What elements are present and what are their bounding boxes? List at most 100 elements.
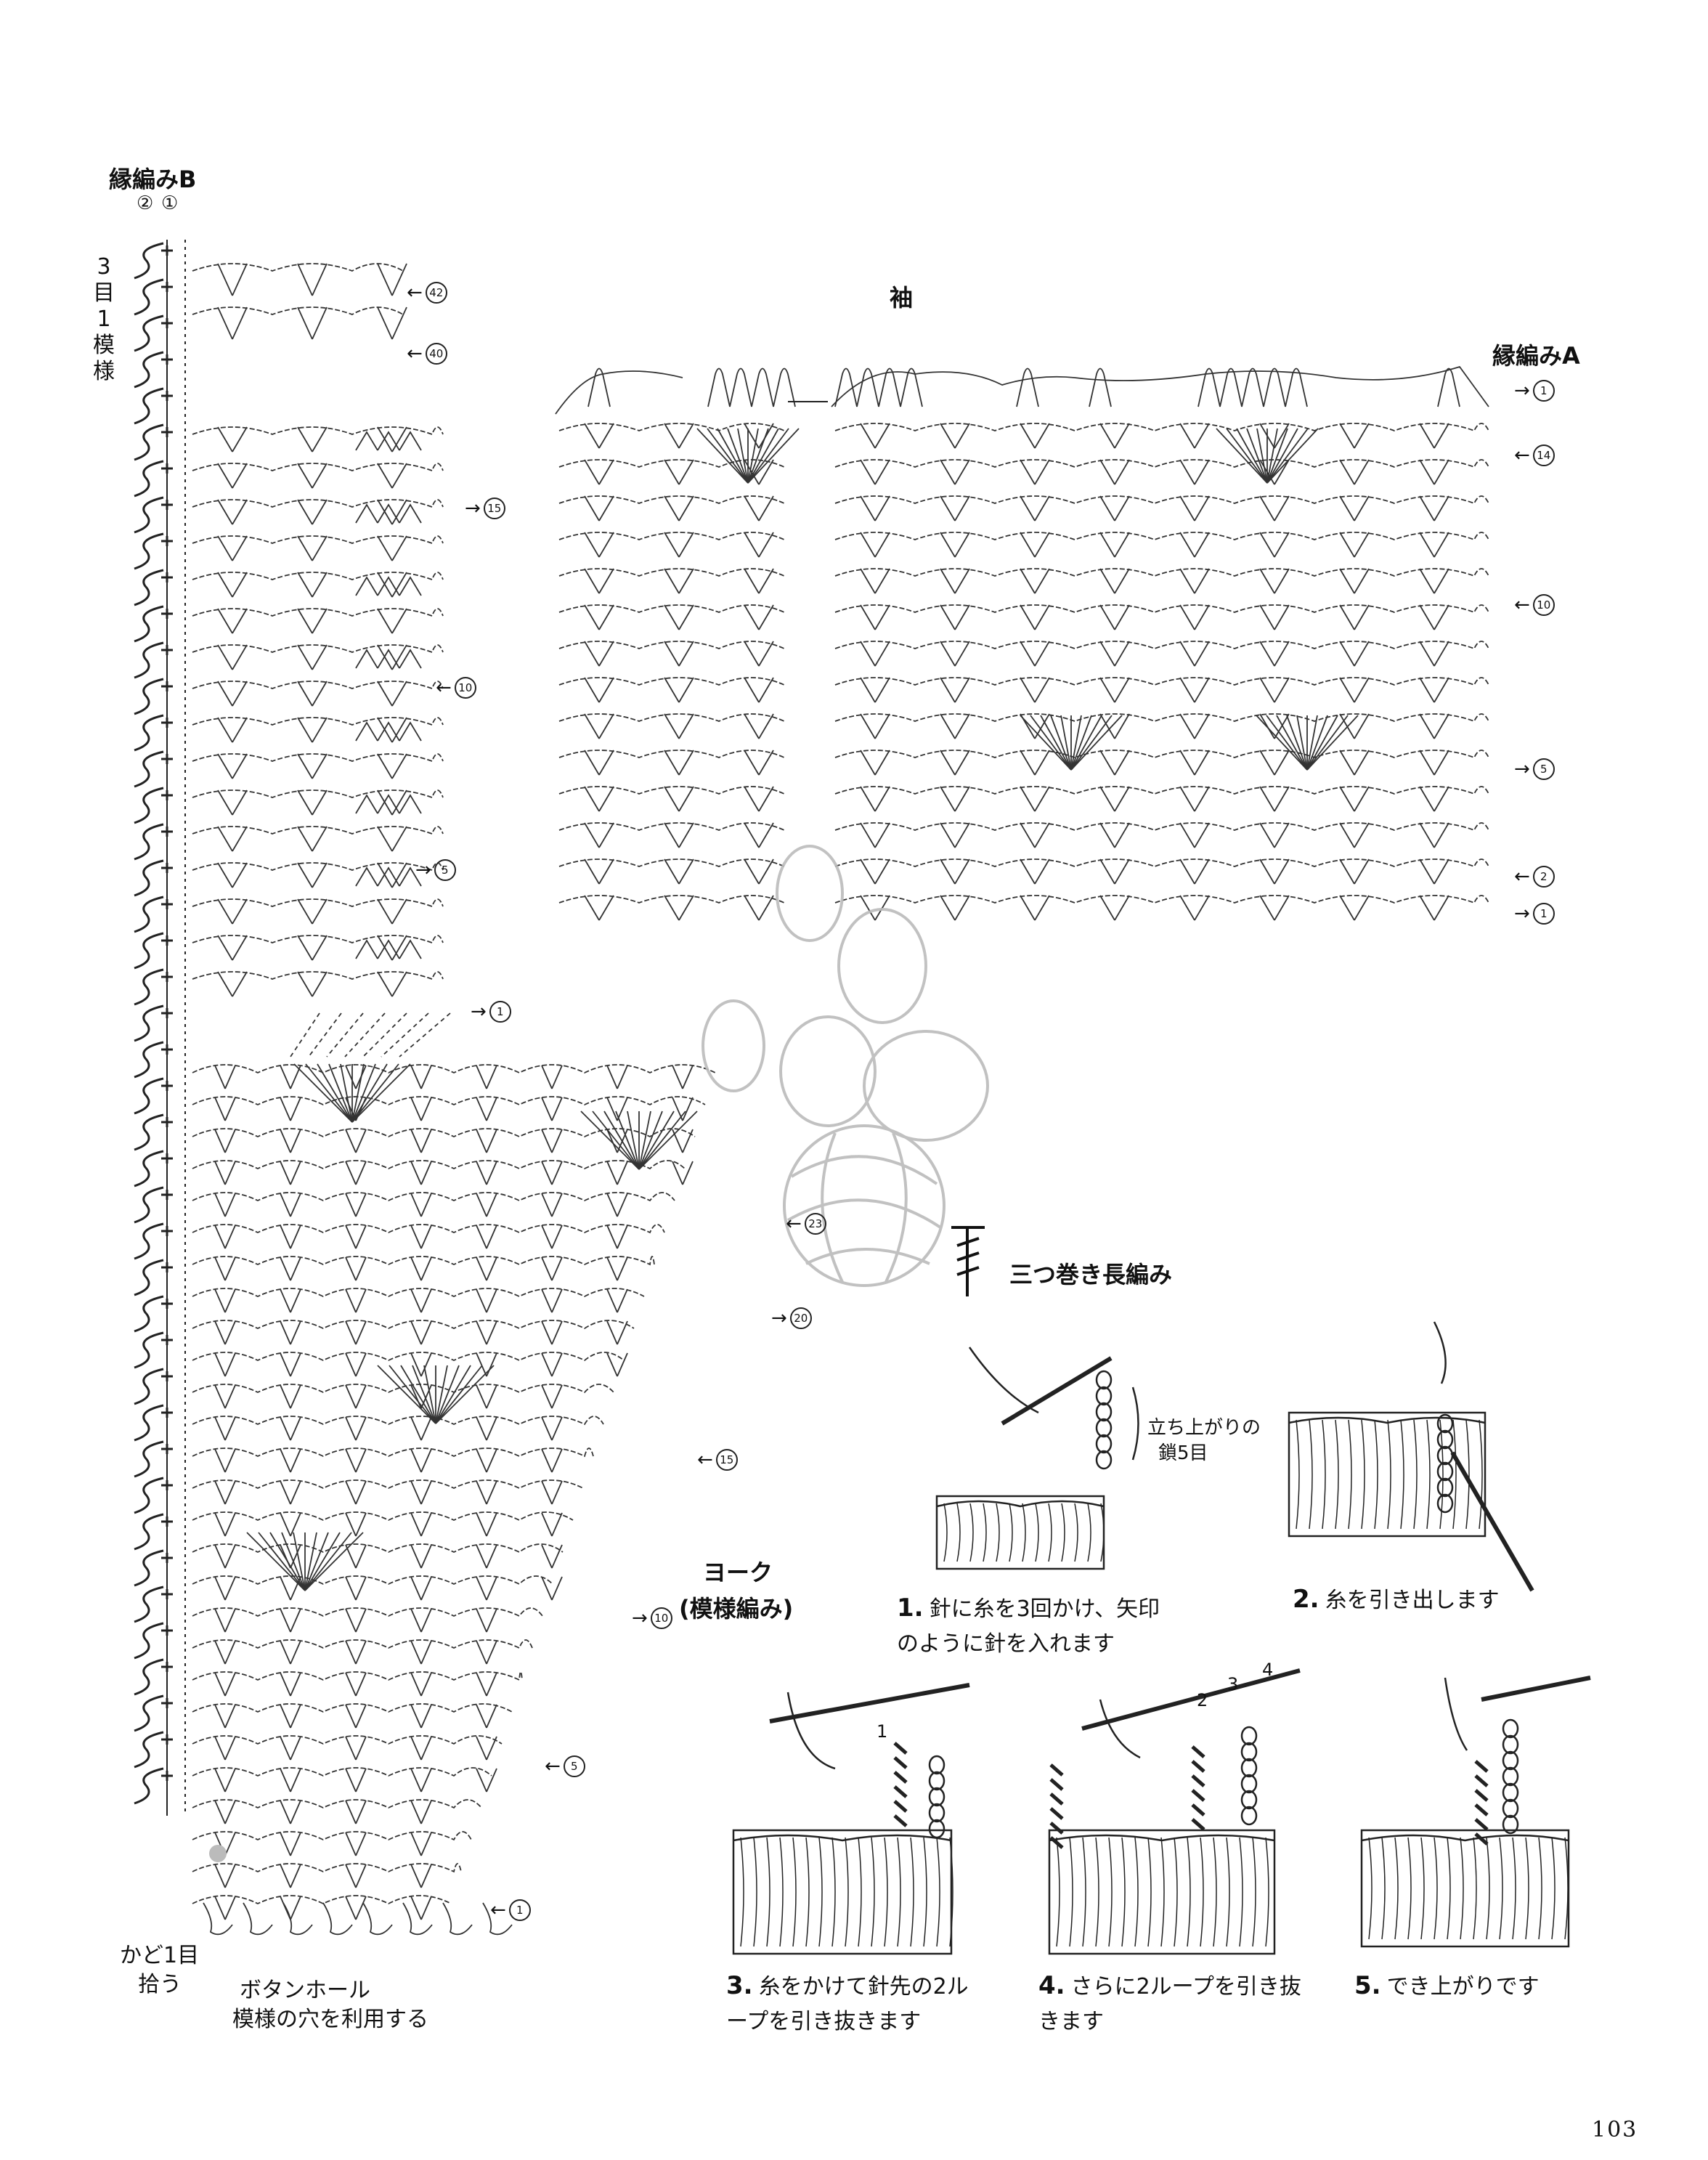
fabric-stitch [1134, 1837, 1139, 1947]
fabric-stitch [1069, 1837, 1073, 1947]
stitch [664, 858, 680, 885]
fabric-stitch [1407, 1837, 1412, 1940]
picot-group [399, 794, 422, 814]
stitch [664, 750, 680, 776]
stitch [1114, 786, 1130, 812]
stitch [1259, 568, 1275, 594]
twisted-post [1474, 1774, 1489, 1787]
chain-stitch [1502, 1750, 1519, 1771]
fan-stitch [412, 1365, 436, 1424]
stitch [410, 1352, 422, 1377]
fabric-stitch [1035, 1503, 1039, 1562]
stitch [214, 1480, 226, 1505]
stitch [744, 423, 760, 449]
stitch [224, 1256, 236, 1281]
fabric-stitch [1564, 1837, 1569, 1940]
stitch [954, 532, 970, 558]
fabric-stitch [1082, 1837, 1086, 1947]
stitch [1020, 641, 1036, 667]
yoke-row [192, 1448, 594, 1458]
stitch [290, 1608, 301, 1633]
stitch [1114, 495, 1130, 521]
stitch [617, 1352, 628, 1377]
stitch [874, 604, 890, 630]
stitch [486, 1544, 497, 1569]
row-number: 23 [804, 1213, 826, 1235]
bottom-loop [203, 1902, 233, 1936]
buttonhole-label-2: 模様の穴を利用する [232, 2007, 428, 2032]
fan-stitch [340, 1063, 353, 1123]
stitch [214, 1704, 226, 1729]
stitch [551, 1576, 563, 1601]
stitch [345, 1193, 357, 1217]
stitch [954, 786, 970, 812]
stitch [486, 1608, 497, 1633]
stitch [1274, 822, 1290, 848]
stitch [355, 1129, 367, 1153]
stitch [410, 1864, 422, 1888]
stitch [345, 1832, 357, 1856]
fan-stitch [435, 1365, 448, 1424]
stitch [744, 532, 760, 558]
stitch [217, 862, 233, 888]
stitch [486, 1256, 497, 1281]
stitch [224, 1065, 236, 1089]
stitch [410, 1800, 422, 1824]
stitch [744, 641, 760, 667]
stitch [224, 1416, 236, 1441]
stitch [1114, 750, 1130, 776]
edge-loop [134, 1331, 164, 1369]
stitch [280, 1161, 291, 1185]
stitch [217, 644, 233, 670]
fabric-stitch [1100, 1503, 1105, 1562]
fabric-stitch [1473, 1837, 1477, 1940]
edging-b-loops [134, 242, 173, 1805]
stitch [420, 1480, 432, 1505]
stitch [486, 1225, 497, 1249]
stitch [476, 1544, 487, 1569]
stitch [312, 572, 328, 598]
stitch [355, 1193, 367, 1217]
stitch [297, 935, 313, 961]
stitch [678, 822, 694, 848]
chain-arc-row [192, 862, 444, 872]
stitch [1339, 532, 1355, 558]
stitch [224, 1736, 236, 1761]
edge-loop [134, 896, 164, 933]
edge-loop [134, 1295, 164, 1333]
stitch [1354, 786, 1370, 812]
stitch [280, 1480, 291, 1505]
stitch [551, 1544, 563, 1569]
stitch [232, 935, 248, 961]
stitch [476, 1416, 487, 1441]
stitch [1339, 641, 1355, 667]
stitch [476, 1768, 487, 1792]
stitch [224, 1384, 236, 1409]
stitch [377, 681, 393, 707]
twisted-post [893, 1756, 908, 1769]
fabric-stitch [753, 1837, 757, 1947]
stitch [860, 895, 876, 921]
stitch [297, 535, 313, 561]
fan-stitch [351, 1063, 388, 1123]
row-marker-10: ←10 [436, 677, 476, 699]
stitch [672, 1065, 683, 1089]
fan-stitch [1296, 715, 1308, 771]
stitch [420, 1320, 432, 1345]
stitch [758, 822, 774, 848]
stitch [355, 1352, 367, 1377]
stitch [312, 862, 328, 888]
stitch [1434, 677, 1449, 703]
fabric-stitch [1108, 1837, 1113, 1947]
fan-stitch [627, 1111, 640, 1170]
stitch [1020, 423, 1036, 449]
fabric-stitch [943, 1503, 948, 1562]
stitch [551, 1065, 563, 1089]
twisted-post [893, 1742, 908, 1755]
stitch [224, 1512, 236, 1537]
stitch [1179, 532, 1195, 558]
fan-stitch [1040, 715, 1072, 771]
row-marker-5: →5 [415, 859, 456, 881]
yarn [1099, 1699, 1141, 1759]
stitch [297, 826, 313, 852]
